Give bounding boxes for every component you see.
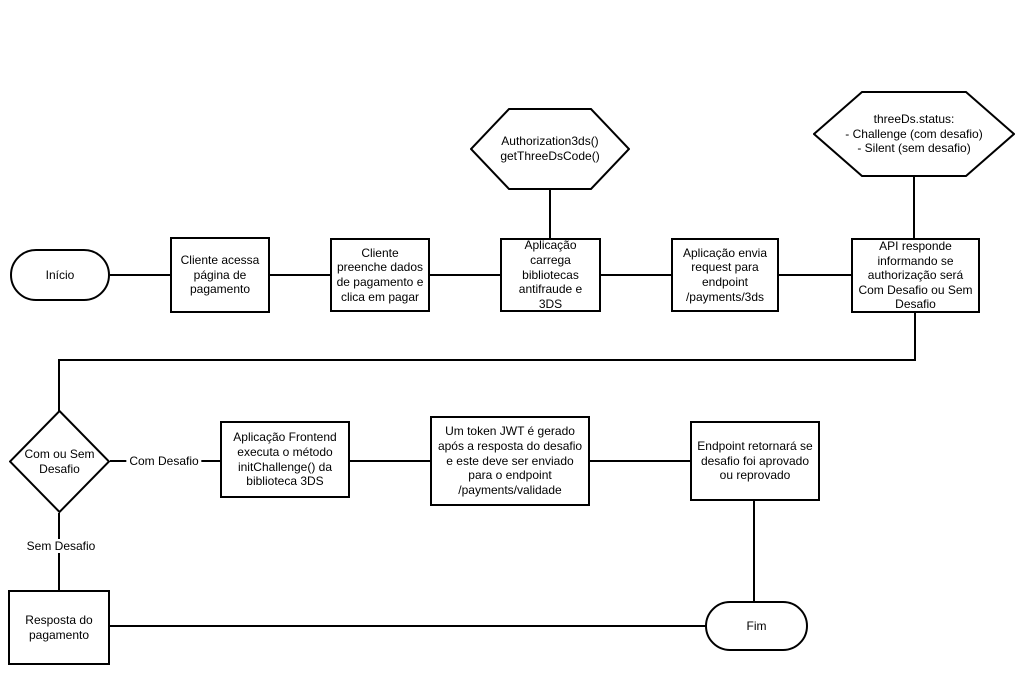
node-hex-threeds-status-label: threeDs.status: - Challenge (com desafio…	[845, 112, 983, 156]
node-cliente-preenche: Cliente preenche dados de pagamento e cl…	[330, 238, 430, 312]
hexagon-shape	[813, 91, 1015, 177]
hexagon-shape	[470, 108, 630, 190]
node-inicio: Início	[10, 249, 110, 301]
node-aplicacao-carrega-label: Aplicação carrega bibliotecas antifraude…	[518, 238, 583, 311]
node-aplicacao-envia-label: Aplicação envia request para endpoint /p…	[682, 245, 768, 304]
node-endpoint-retornara-label: Endpoint retornará se desafio foi aprova…	[697, 439, 813, 483]
node-token-jwt: Um token JWT é gerado após a resposta do…	[430, 416, 590, 506]
edge-label-com-desafio: Com Desafio	[126, 454, 202, 468]
node-fim: Fim	[705, 601, 808, 651]
node-decisao-desafio-label: Com ou Sem Desafio	[24, 446, 95, 476]
diamond-shape	[9, 410, 110, 513]
node-api-responde: API responde informando se authorização …	[851, 238, 980, 313]
node-hex-threeds-status: threeDs.status: - Challenge (com desafio…	[813, 91, 1015, 177]
node-hex-authorization: Authorization3ds() getThreeDsCode()	[470, 108, 630, 190]
node-aplicacao-carrega: Aplicação carrega bibliotecas antifraude…	[500, 238, 601, 312]
node-resposta-pagamento: Resposta do pagamento	[8, 590, 110, 665]
node-frontend-initchallenge: Aplicação Frontend executa o método init…	[220, 421, 350, 498]
edge-label-sem-desafio: Sem Desafio	[23, 539, 99, 553]
node-token-jwt-label: Um token JWT é gerado após a resposta do…	[437, 424, 583, 497]
node-inicio-label: Início	[45, 267, 75, 282]
node-cliente-preenche-label: Cliente preenche dados de pagamento e cl…	[336, 245, 424, 304]
connector-api-responde-to-decisao	[58, 313, 916, 411]
node-decisao-desafio: Com ou Sem Desafio	[9, 410, 110, 513]
node-resposta-pagamento-label: Resposta do pagamento	[25, 612, 93, 642]
node-fim-label: Fim	[746, 618, 767, 633]
node-endpoint-retornara: Endpoint retornará se desafio foi aprova…	[690, 421, 820, 501]
node-aplicacao-envia: Aplicação envia request para endpoint /p…	[671, 238, 779, 312]
node-hex-authorization-label: Authorization3ds() getThreeDsCode()	[500, 134, 600, 163]
node-api-responde-label: API responde informando se authorização …	[858, 238, 973, 312]
node-frontend-initchallenge-label: Aplicação Frontend executa o método init…	[233, 430, 337, 489]
node-cliente-acessa: Cliente acessa página de pagamento	[170, 237, 270, 313]
node-cliente-acessa-label: Cliente acessa página de pagamento	[180, 253, 260, 297]
